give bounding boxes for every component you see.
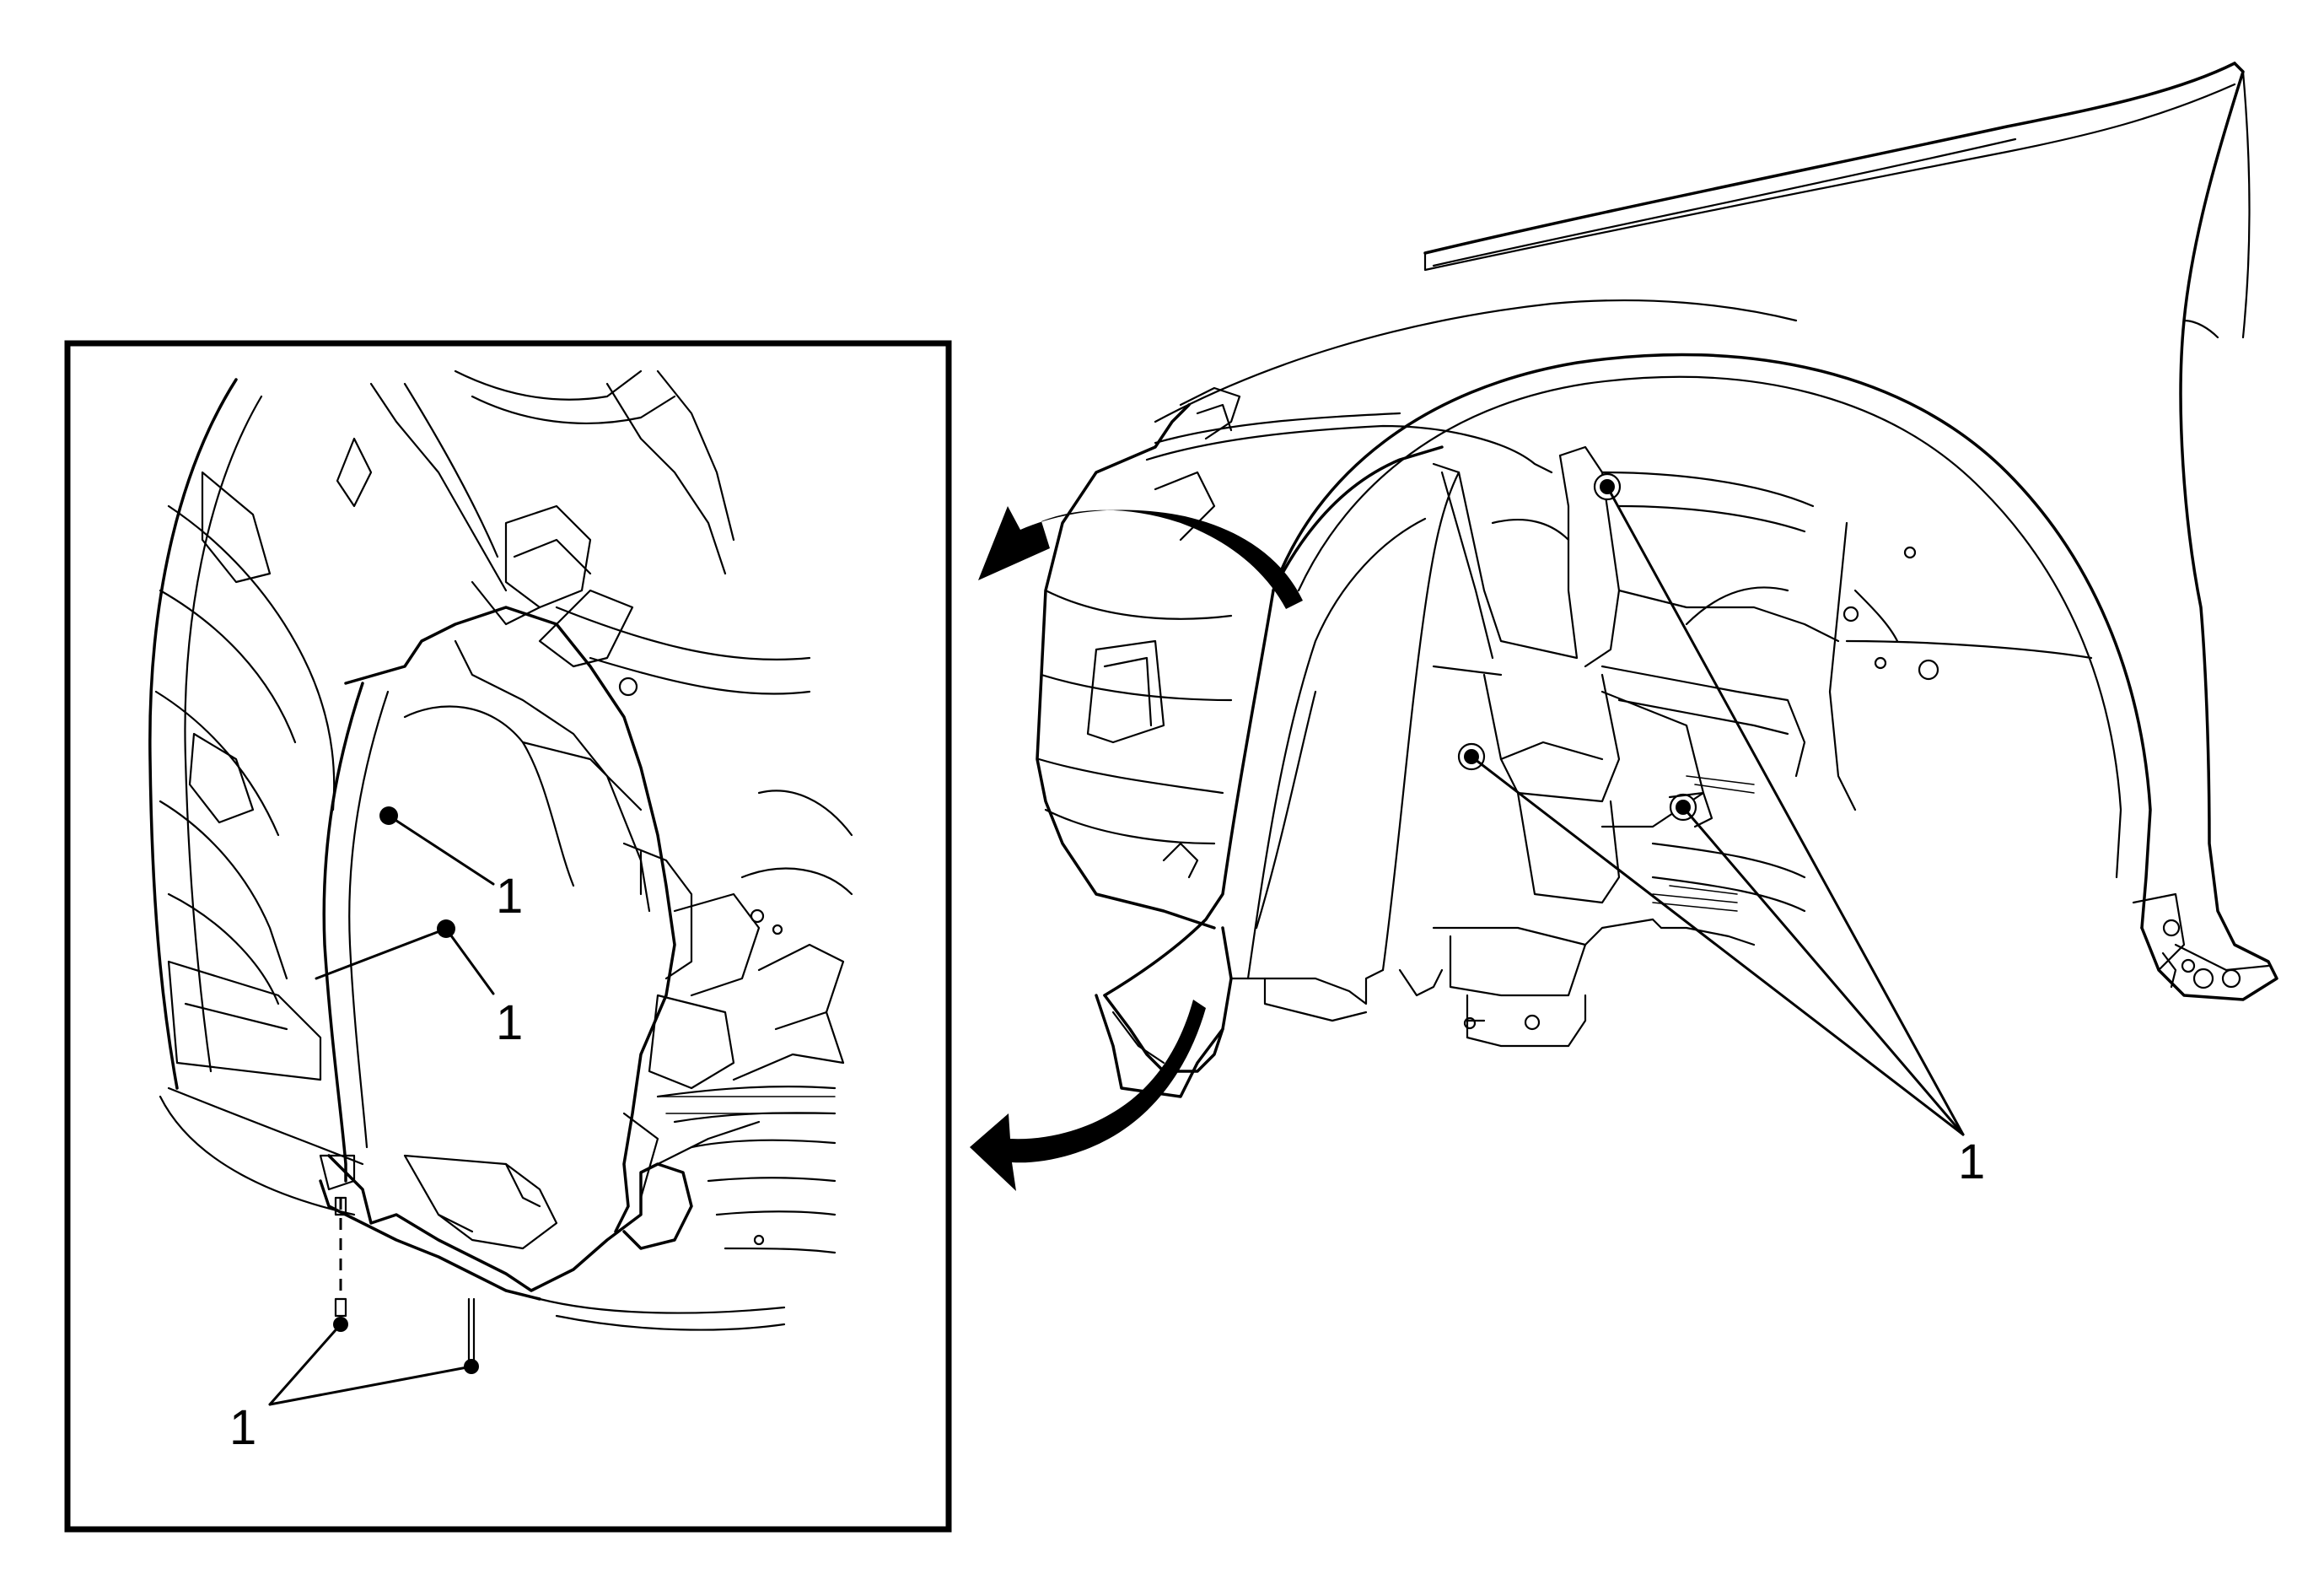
main-leader-b xyxy=(1470,755,1965,1136)
removal-arrow-upper xyxy=(978,506,1303,609)
inset-callout-lower: 1 xyxy=(229,1400,256,1455)
main-view: 1 xyxy=(970,62,2278,1191)
inset-leader-upper xyxy=(387,814,495,886)
fender-top-edge xyxy=(1423,62,2236,255)
inset-drawing xyxy=(148,369,853,1374)
inset-leader-middle xyxy=(444,927,495,995)
inset-leader-middle-2 xyxy=(315,927,448,980)
inset-callout-upper: 1 xyxy=(496,869,523,924)
inset-callout-middle: 1 xyxy=(496,995,523,1050)
inset-leader-lower-a xyxy=(268,1323,342,1406)
removal-arrow-lower xyxy=(970,1000,1206,1191)
main-leader-a xyxy=(1606,485,1965,1136)
detail-inset: 1 1 1 xyxy=(64,340,952,1533)
inset-frame xyxy=(64,340,952,1533)
main-callout: 1 xyxy=(1958,1135,1985,1189)
inset-leader-lower-b xyxy=(268,1365,473,1406)
main-leader-c xyxy=(1681,806,1965,1136)
